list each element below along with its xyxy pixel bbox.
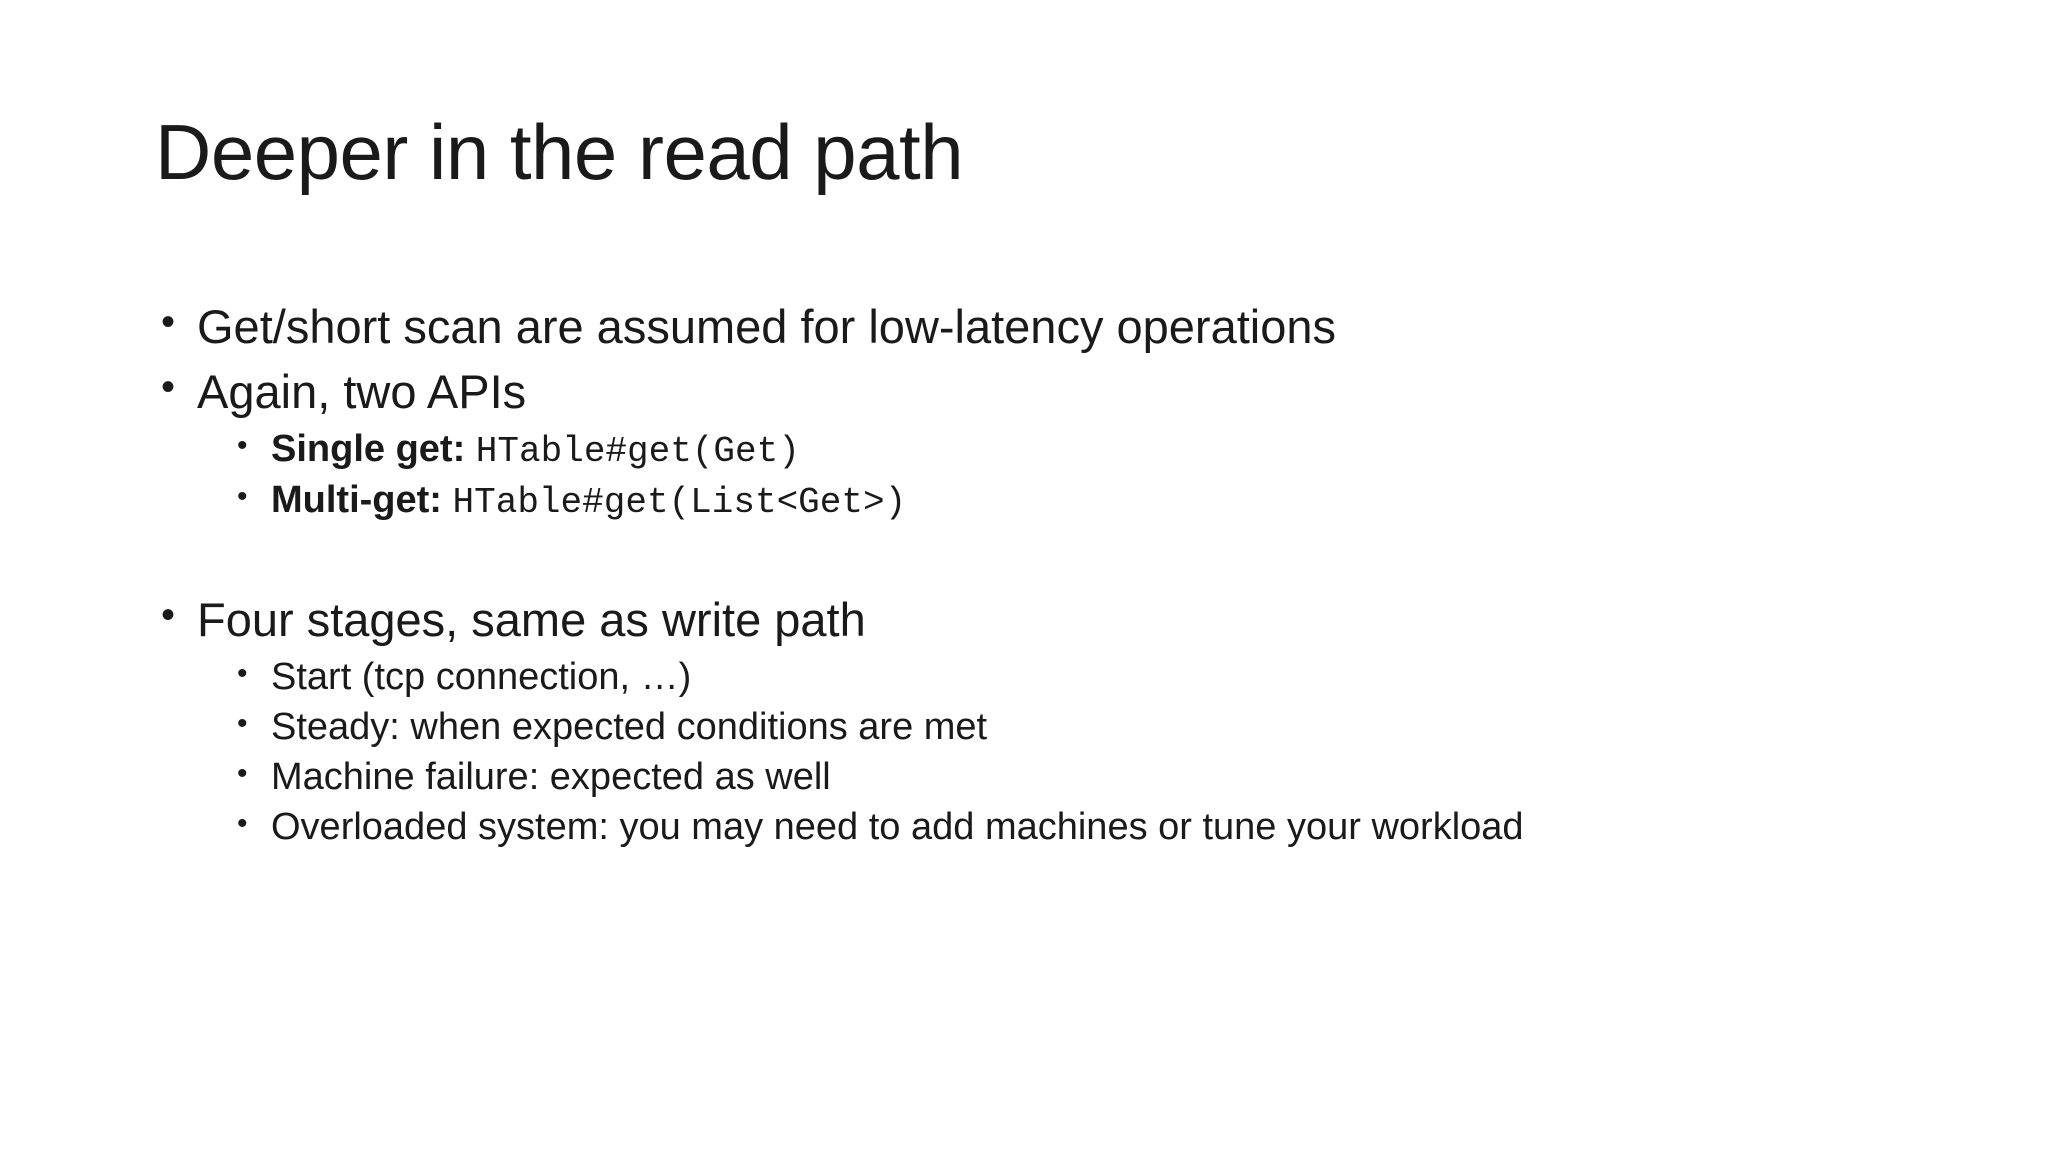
bullet-marker-icon: • [161,592,176,637]
bullet-item-steady: • Steady: when expected conditions are m… [233,704,1955,752]
bullet-item-single-get: • Single get: HTable#get(Get) [233,426,1955,474]
bullet-item-again-two-apis: • Again, two APIs [155,361,1955,422]
bullet-item-machine-failure: • Machine failure: expected as well [233,754,1955,802]
bullet-text: Steady: when expected conditions are met [271,705,988,748]
bullet-item-get-short-scan: • Get/short scan are assumed for low-lat… [155,296,1955,357]
blank-line [155,527,1955,589]
bullet-text: Get/short scan are assumed for low-laten… [197,300,1336,353]
bullet-text: Machine failure: expected as well [271,755,831,798]
multi-get-label: Multi-get: [271,478,442,521]
slide-body: • Get/short scan are assumed for low-lat… [155,296,1955,854]
bullet-marker-icon: • [237,657,248,690]
bullet-text: Four stages, same as write path [197,592,866,646]
bullet-marker-icon: • [161,300,176,344]
slide-title: Deeper in the read path [155,108,964,196]
bullet-marker-icon: • [237,429,248,463]
bullet-text: Multi-get: HTable#get(List<Get>) [271,477,1955,525]
bullet-marker-icon: • [161,365,176,410]
bullet-marker-icon: • [237,806,248,840]
multi-get-code: HTable#get(List<Get>) [452,481,907,523]
bullet-item-start: • Start (tcp connection, …) [233,654,1955,702]
bullet-text: Start (tcp connection, …) [271,656,692,698]
bullet-marker-icon: • [237,706,248,740]
bullet-marker-icon: • [237,479,248,513]
single-get-label: Single get: [271,428,466,471]
single-get-code: HTable#get(Get) [475,431,800,473]
bullet-item-overloaded-system: • Overloaded system: you may need to add… [233,804,1955,852]
bullet-item-multi-get: • Multi-get: HTable#get(List<Get>) [233,477,1955,525]
bullet-text: Overloaded system: you may need to add m… [271,805,1524,848]
bullet-text: Single get: HTable#get(Get) [271,426,1955,474]
bullet-text: Again, two APIs [197,365,527,419]
bullet-item-four-stages: • Four stages, same as write path [155,589,1955,650]
bullet-marker-icon: • [237,756,248,790]
